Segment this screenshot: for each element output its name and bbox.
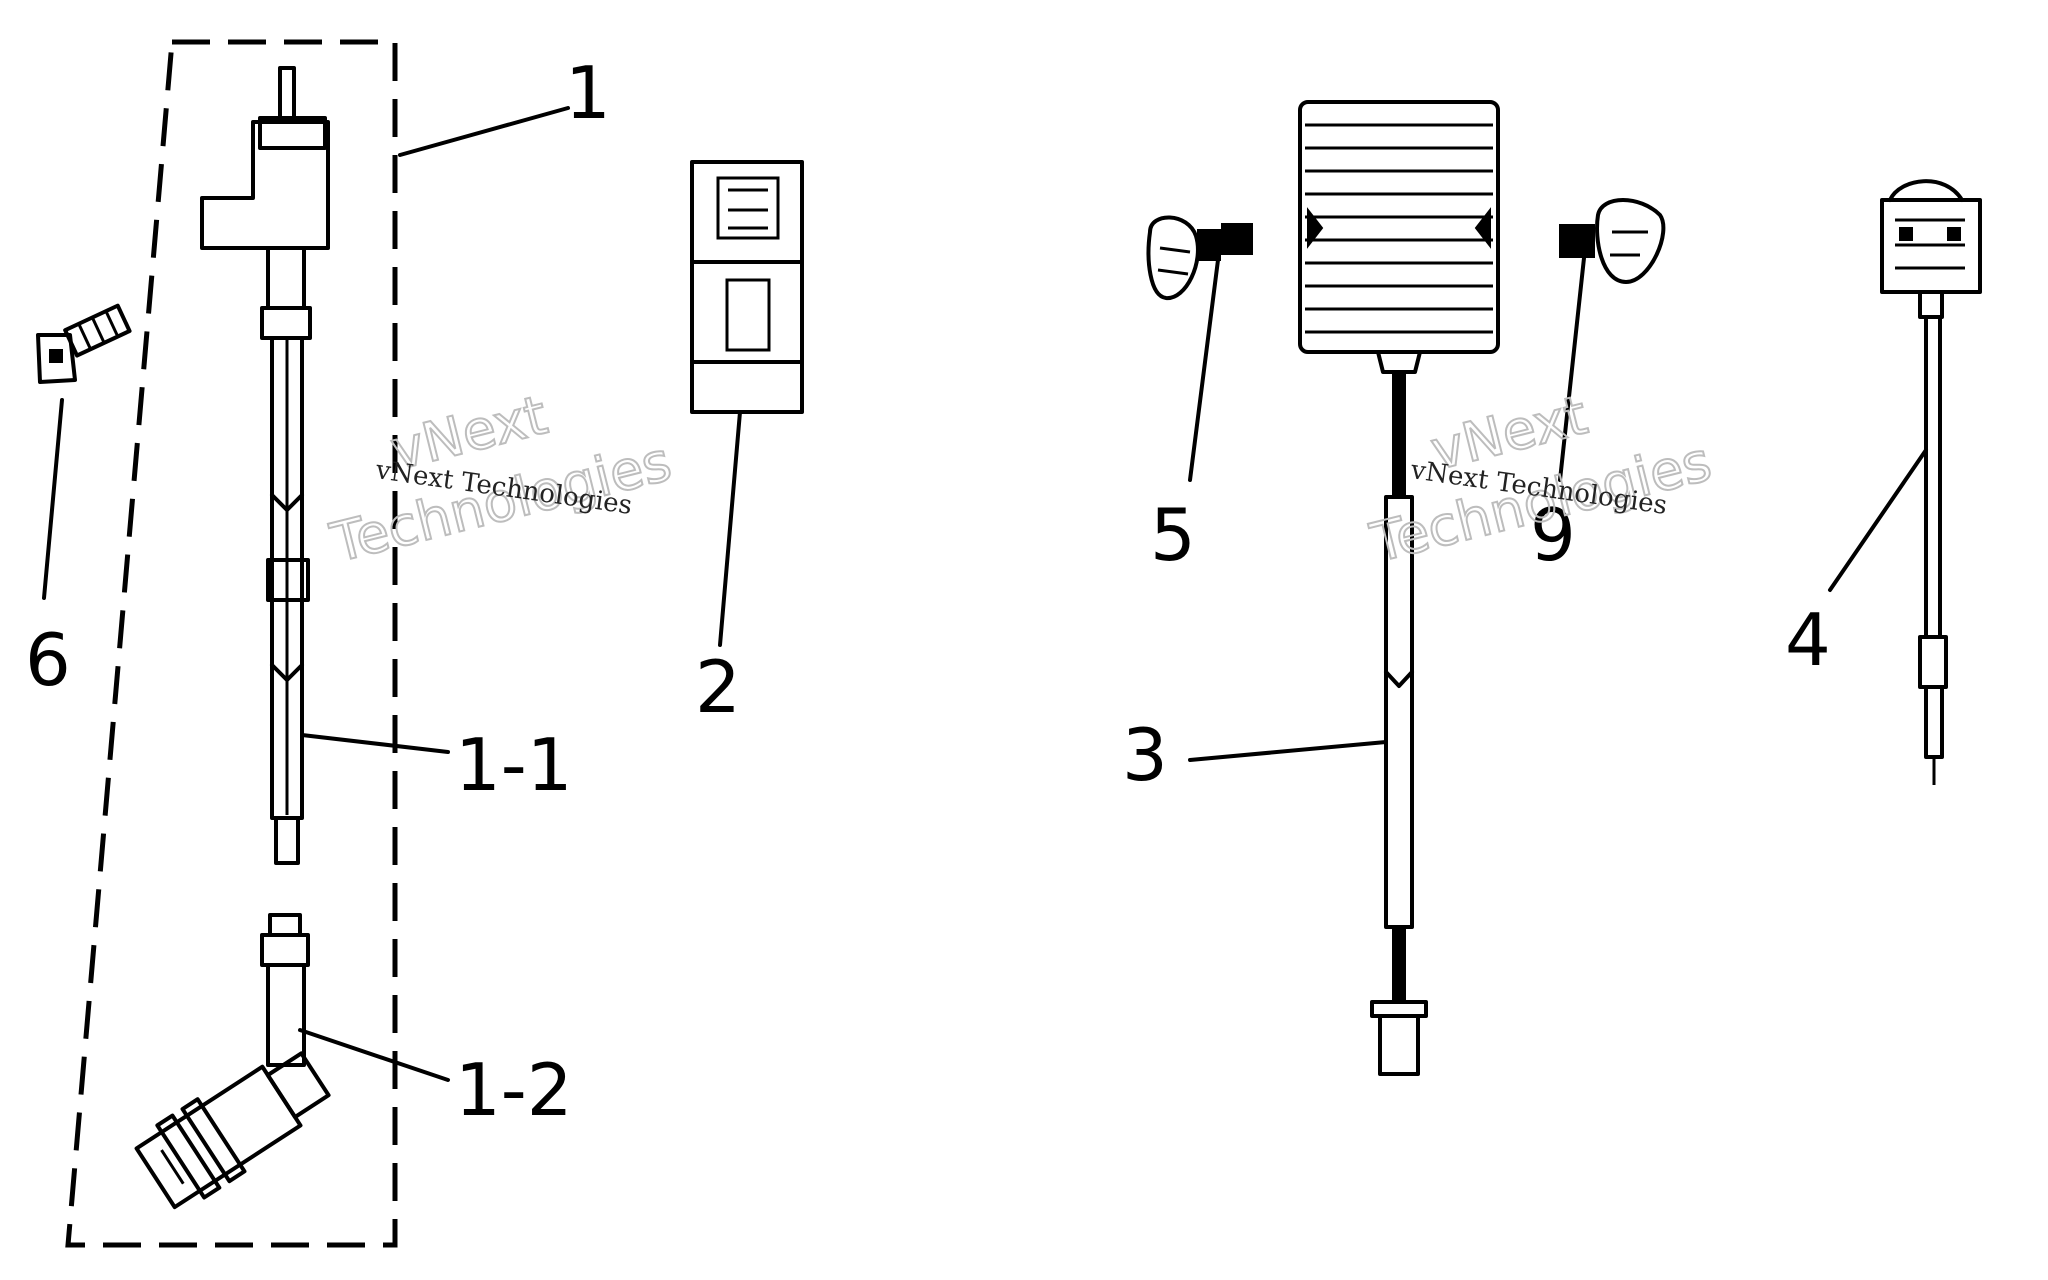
part-1-sensor-assembly — [200, 66, 330, 865]
callout-4: 4 — [1785, 598, 1831, 682]
part-1-2-angled-sensor — [134, 913, 331, 1210]
part-4-connector — [1880, 179, 1982, 785]
callout-1-2: 1-2 — [455, 1048, 573, 1132]
callout-2: 2 — [695, 645, 741, 729]
part-3-regulator — [1298, 100, 1500, 1076]
callout-3: 3 — [1122, 713, 1168, 797]
part-2-relay-box — [690, 160, 804, 414]
assembly-frame — [65, 39, 398, 1248]
part-5-bolt — [1146, 215, 1253, 300]
part-6-bolt — [36, 303, 132, 384]
callout-5: 5 — [1150, 493, 1196, 577]
callout-6: 6 — [25, 618, 71, 702]
leader-lines — [42, 106, 1928, 1082]
callout-labels: 1 1-1 1-2 2 3 4 5 6 9 — [25, 51, 1831, 1132]
callout-1-1: 1-1 — [455, 723, 573, 807]
heat-sink-fins — [1305, 123, 1493, 334]
part-9-bolt — [1559, 198, 1666, 284]
watermark-left: vNext Technologies — [323, 382, 678, 576]
callout-9: 9 — [1530, 493, 1576, 577]
callout-1: 1 — [565, 51, 611, 135]
